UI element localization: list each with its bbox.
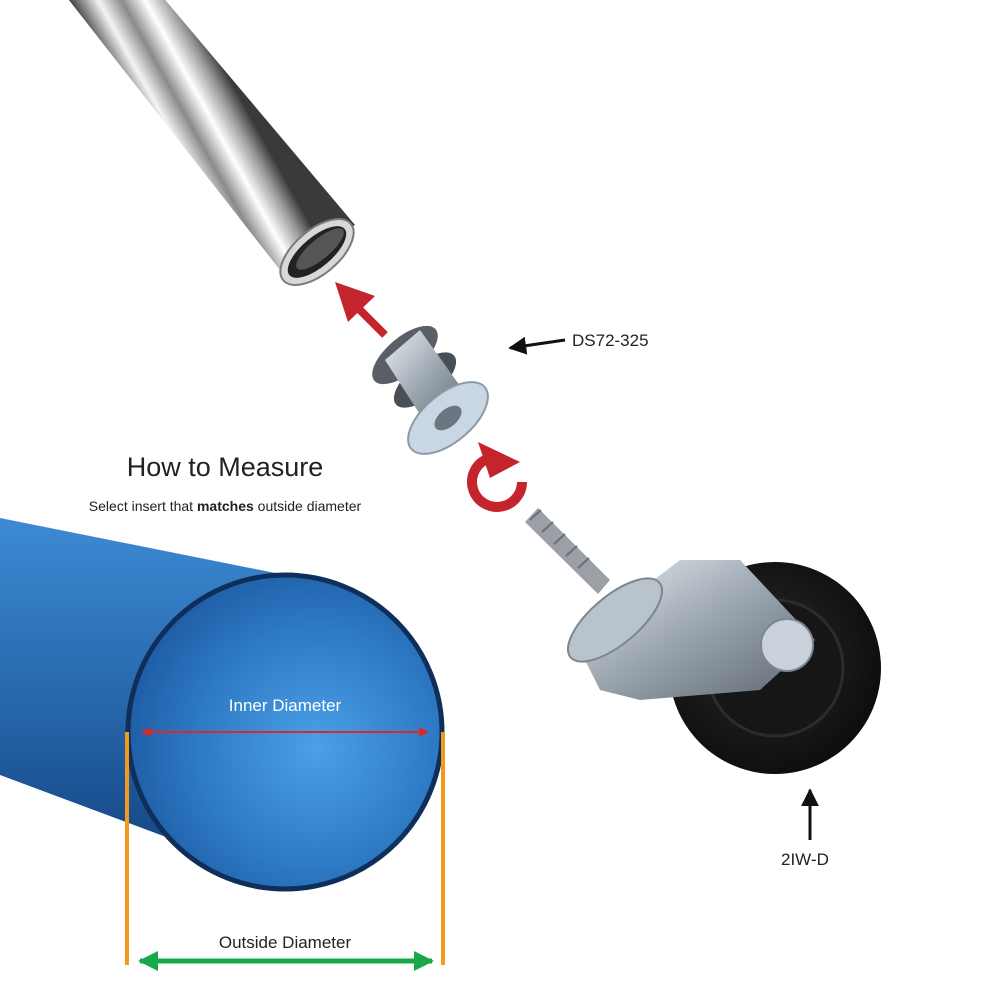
insert-part-number: DS72-325 [572,331,649,350]
outside-diameter-label: Outside Diameter [218,933,352,952]
subtitle-text-end: outside diameter [253,498,362,514]
inner-diameter-label: Inner Diameter [228,696,342,715]
subtitle: Select insert that matches outside diame… [40,498,410,514]
page-title: How to Measure [126,452,324,482]
rotate-arrow-icon [467,442,527,512]
caster-part-number: 2IW-D [781,850,829,869]
caster-wheel-image [525,508,881,774]
insert-callout-arrow-icon [508,336,566,355]
insert-direction-arrow-icon [335,282,388,338]
blue-tube-image [0,518,445,892]
chrome-tube-image [68,0,355,286]
subtitle-text-start: Select insert that [88,498,197,514]
insert-part-image [372,325,489,455]
subtitle-emphasis: matches [196,498,254,514]
